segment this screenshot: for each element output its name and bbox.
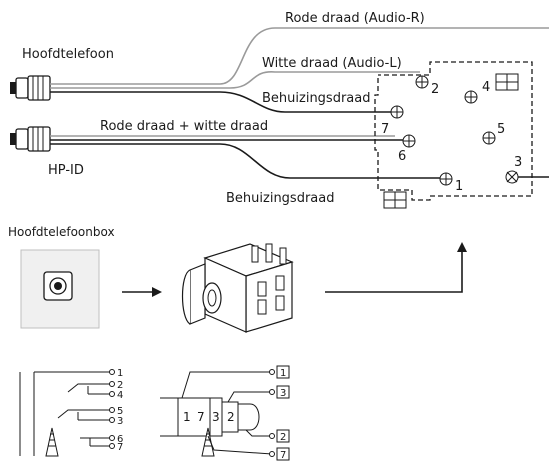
headphone-box-panel — [20, 249, 100, 329]
terminal-5 — [482, 131, 496, 145]
ground-square-top — [495, 73, 519, 91]
red-wire-audio-r-label: Rode draad (Audio-R) — [285, 11, 425, 26]
terminal-3 — [505, 170, 519, 184]
jack-outline-dashed — [374, 61, 533, 201]
terminal-1 — [439, 172, 453, 186]
red-white-wire-label: Rode draad + witte draad — [100, 119, 268, 134]
schematic-left-pin: 7 — [117, 442, 123, 453]
switch-schematic-left — [19, 369, 115, 457]
headphone-box-label: Hoofdtelefoonbox — [8, 225, 115, 239]
terminal-2 — [415, 75, 429, 89]
schematic-left-pin: 6 — [117, 434, 123, 445]
pin-1-label: 1 — [455, 179, 463, 194]
plug-output-2: 2 — [280, 432, 286, 443]
plug-schematic-right — [160, 365, 290, 461]
plug-output-1: 1 — [280, 368, 286, 379]
ground-square-bottom — [383, 191, 407, 209]
hp-id-plug — [10, 126, 51, 152]
pin-4-label: 4 — [482, 80, 490, 95]
plug-segment-3: 3 — [212, 410, 220, 424]
schematic-left-pin: 5 — [117, 406, 123, 417]
terminal-at-housing-wire — [390, 105, 404, 119]
arrow-up-to-outline — [325, 242, 467, 293]
schematic-left-pin: 2 — [117, 380, 123, 391]
plug-segment-1: 1 — [183, 410, 191, 424]
schematic-left-pin: 3 — [117, 416, 123, 427]
bottom-cable-wires — [50, 135, 450, 179]
plug-output-7: 7 — [280, 450, 286, 461]
plug-segment-7: 7 — [197, 410, 205, 424]
pin-6-label: 6 — [398, 149, 406, 164]
housing-wire-top-label: Behuizingsdraad — [262, 91, 371, 106]
terminal-6 — [402, 134, 416, 148]
pin-3-label: 3 — [514, 155, 522, 170]
schematic-left-pin: 1 — [117, 368, 123, 379]
schematic-left-pin: 4 — [117, 390, 123, 401]
arrow-right-1 — [122, 287, 162, 297]
pin-2-label: 2 — [431, 82, 439, 97]
white-wire-audio-l-label: Witte draad (Audio-L) — [262, 56, 402, 71]
top-cable-wires — [50, 27, 549, 113]
headphone-plug-top — [10, 75, 51, 101]
plug-output-3: 3 — [280, 388, 286, 399]
plug-segment-2: 2 — [227, 410, 235, 424]
jack-component-illustration — [181, 243, 294, 333]
terminal-4 — [464, 90, 478, 104]
headphone-label: Hoofdtelefoon — [22, 47, 114, 62]
housing-wire-bottom-label: Behuizingsdraad — [226, 191, 335, 206]
hp-id-label: HP-ID — [48, 163, 84, 178]
pin-5-label: 5 — [497, 122, 505, 137]
pin-7-label: 7 — [381, 122, 389, 137]
